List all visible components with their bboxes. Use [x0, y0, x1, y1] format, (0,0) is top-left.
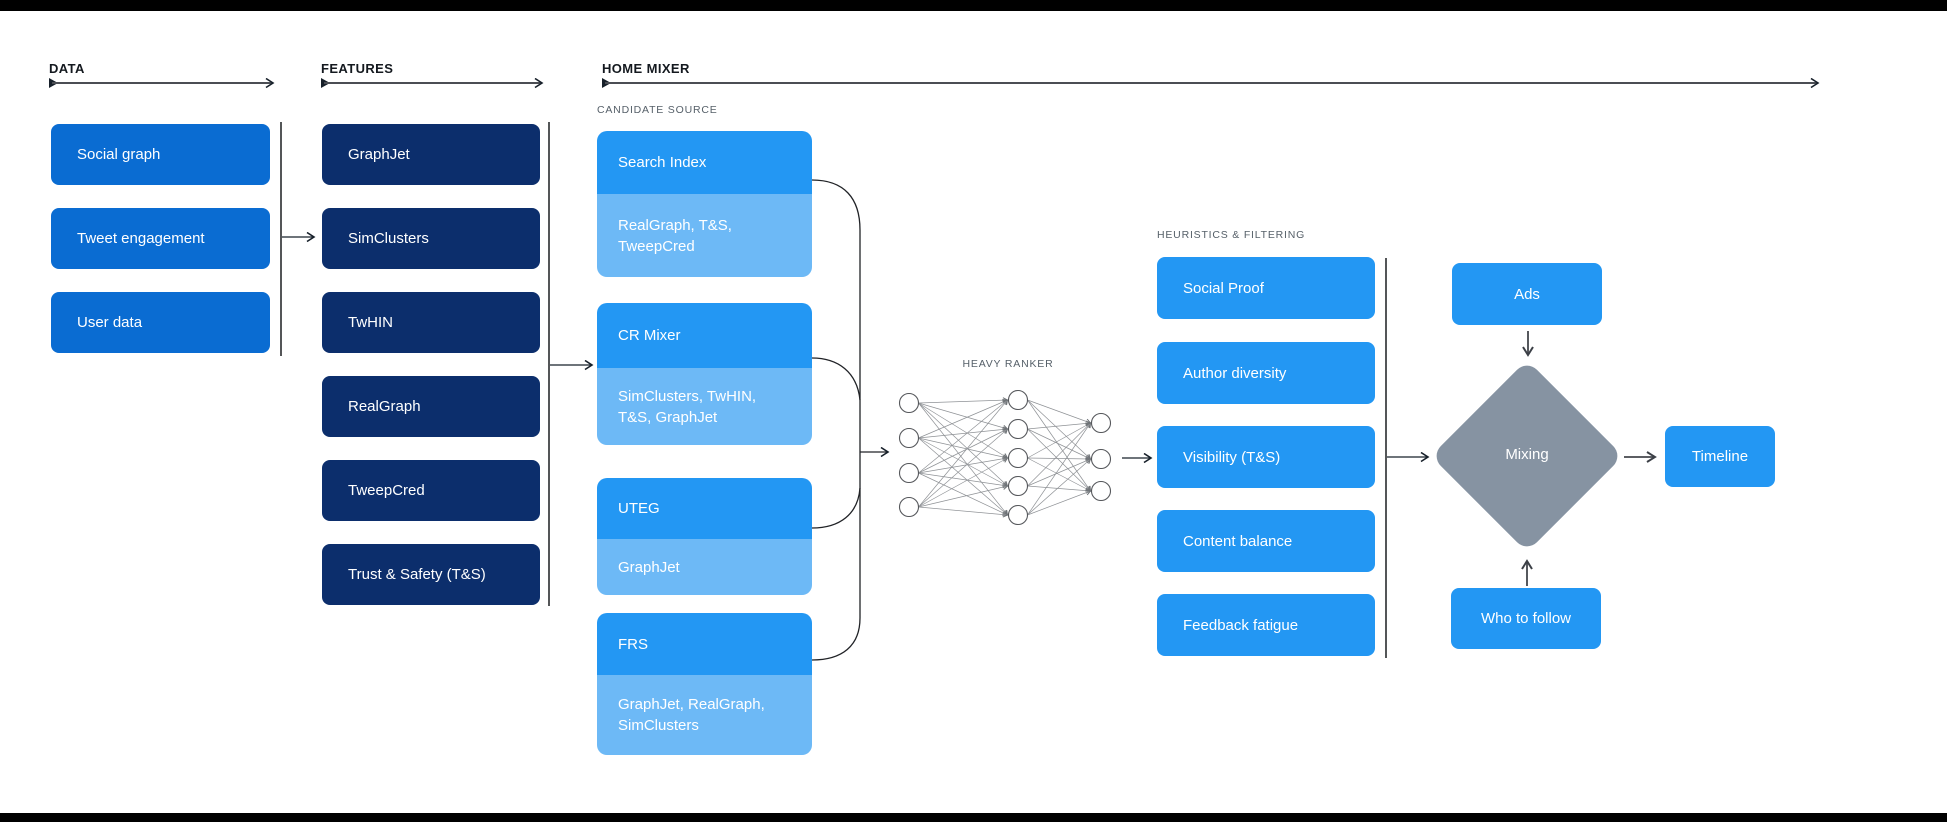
timeline-box: Timeline	[1665, 426, 1775, 487]
section-header-features: FEATURES	[321, 61, 394, 76]
connector-search-index	[811, 179, 861, 231]
network-edge	[918, 428, 1009, 474]
network-edge	[918, 426, 1009, 439]
candidate-box-search-index: Search Index RealGraph, T&S, TweepCred	[597, 131, 812, 277]
network-edge	[1027, 420, 1092, 430]
heuristic-box-social-proof: Social Proof	[1157, 257, 1375, 319]
who-to-follow-box: Who to follow	[1451, 588, 1601, 649]
heuristic-box-author-diversity: Author diversity	[1157, 342, 1375, 404]
heuristic-box-feedback-fatigue: Feedback fatigue	[1157, 594, 1375, 656]
network-edge	[1027, 399, 1092, 492]
network-edge	[1027, 455, 1092, 462]
network-node	[1007, 418, 1029, 440]
network-node	[898, 392, 920, 414]
network-edge	[918, 402, 1009, 516]
candidate-name: FRS	[597, 613, 812, 675]
network-edge	[918, 402, 1009, 459]
data-box-user-data: User data	[51, 292, 270, 353]
network-node	[898, 462, 920, 484]
heuristics-label: HEURISTICS & FILTERING	[1157, 229, 1306, 241]
candidate-inputs: GraphJet, RealGraph, SimClusters	[597, 675, 812, 755]
data-box-social-graph: Social graph	[51, 124, 270, 185]
candidate-name: CR Mixer	[597, 303, 812, 368]
data-header-arrow	[49, 78, 273, 88]
network-edge	[918, 472, 1009, 516]
network-edge	[918, 437, 1009, 487]
network-edge	[918, 484, 1009, 508]
feature-box-realgraph: RealGraph	[322, 376, 540, 437]
data-box-tweet-engagement: Tweet engagement	[51, 208, 270, 269]
network-edge	[1027, 457, 1092, 492]
bottom-letterbox-bar	[0, 813, 1947, 822]
network-node	[1007, 447, 1029, 469]
candidate-inputs: RealGraph, T&S, TweepCred	[597, 194, 812, 277]
network-edge	[1027, 458, 1092, 516]
top-letterbox-bar	[0, 0, 1947, 11]
network-edge	[918, 399, 1009, 508]
connector-frs	[811, 617, 861, 661]
network-edge	[918, 398, 1009, 439]
network-edge	[918, 428, 1009, 508]
candidate-connectors	[811, 179, 861, 661]
candidate-name: UTEG	[597, 478, 812, 539]
network-node	[1007, 504, 1029, 526]
feature-box-simclusters: SimClusters	[322, 208, 540, 269]
feature-box-tweepcred: TweepCred	[322, 460, 540, 521]
network-node	[1090, 412, 1112, 434]
section-header-home-mixer: HOME MIXER	[602, 61, 690, 76]
candidate-box-uteg: UTEG GraphJet	[597, 478, 812, 595]
connector-uteg	[811, 487, 861, 529]
network-edge	[1027, 457, 1092, 487]
network-edge	[918, 457, 1009, 508]
heuristic-box-visibility: Visibility (T&S)	[1157, 426, 1375, 488]
features-header-arrow	[321, 78, 542, 88]
candidate-box-frs: FRS GraphJet, RealGraph, SimClusters	[597, 613, 812, 755]
candidate-inputs: SimClusters, TwHIN, T&S, GraphJet	[597, 368, 812, 445]
network-edge	[1027, 428, 1092, 460]
network-edge	[1027, 489, 1092, 516]
network-edge	[1027, 422, 1092, 516]
network-edge	[1027, 422, 1092, 487]
feature-box-twhin: TwHIN	[322, 292, 540, 353]
connector-cr-mixer	[811, 357, 861, 401]
heuristic-box-content-balance: Content balance	[1157, 510, 1375, 572]
network-node	[1090, 480, 1112, 502]
candidate-source-label: CANDIDATE SOURCE	[597, 104, 718, 116]
ads-box: Ads	[1452, 263, 1602, 325]
network-node	[1090, 448, 1112, 470]
network-edge	[918, 455, 1009, 474]
network-node	[1007, 475, 1029, 497]
network-edge	[918, 437, 1009, 516]
candidate-box-cr-mixer: CR Mixer SimClusters, TwHIN, T&S, GraphJ…	[597, 303, 812, 445]
home-mixer-header-arrow	[602, 78, 1818, 88]
network-edge	[1027, 422, 1092, 459]
network-edge	[918, 472, 1009, 489]
network-edge	[918, 402, 1009, 487]
section-header-data: DATA	[49, 61, 85, 76]
network-edge	[1027, 399, 1092, 460]
network-edge	[918, 402, 1009, 431]
heavy-ranker-network	[898, 389, 1112, 526]
network-edge	[918, 437, 1009, 460]
candidate-inputs: GraphJet	[597, 539, 812, 595]
network-edge	[1027, 399, 1092, 425]
candidate-name: Search Index	[597, 131, 812, 194]
network-edge	[1027, 428, 1092, 492]
network-edge	[918, 399, 1009, 474]
network-edge	[1027, 485, 1092, 494]
heavy-ranker-label: HEAVY RANKER	[962, 358, 1054, 370]
network-node	[898, 427, 920, 449]
network-node	[898, 496, 920, 518]
mixing-label: Mixing	[1505, 446, 1549, 463]
feature-box-trust-safety: Trust & Safety (T&S)	[322, 544, 540, 605]
network-node	[1007, 389, 1029, 411]
feature-box-graphjet: GraphJet	[322, 124, 540, 185]
network-edge	[918, 506, 1009, 518]
network-edge	[918, 397, 1009, 404]
